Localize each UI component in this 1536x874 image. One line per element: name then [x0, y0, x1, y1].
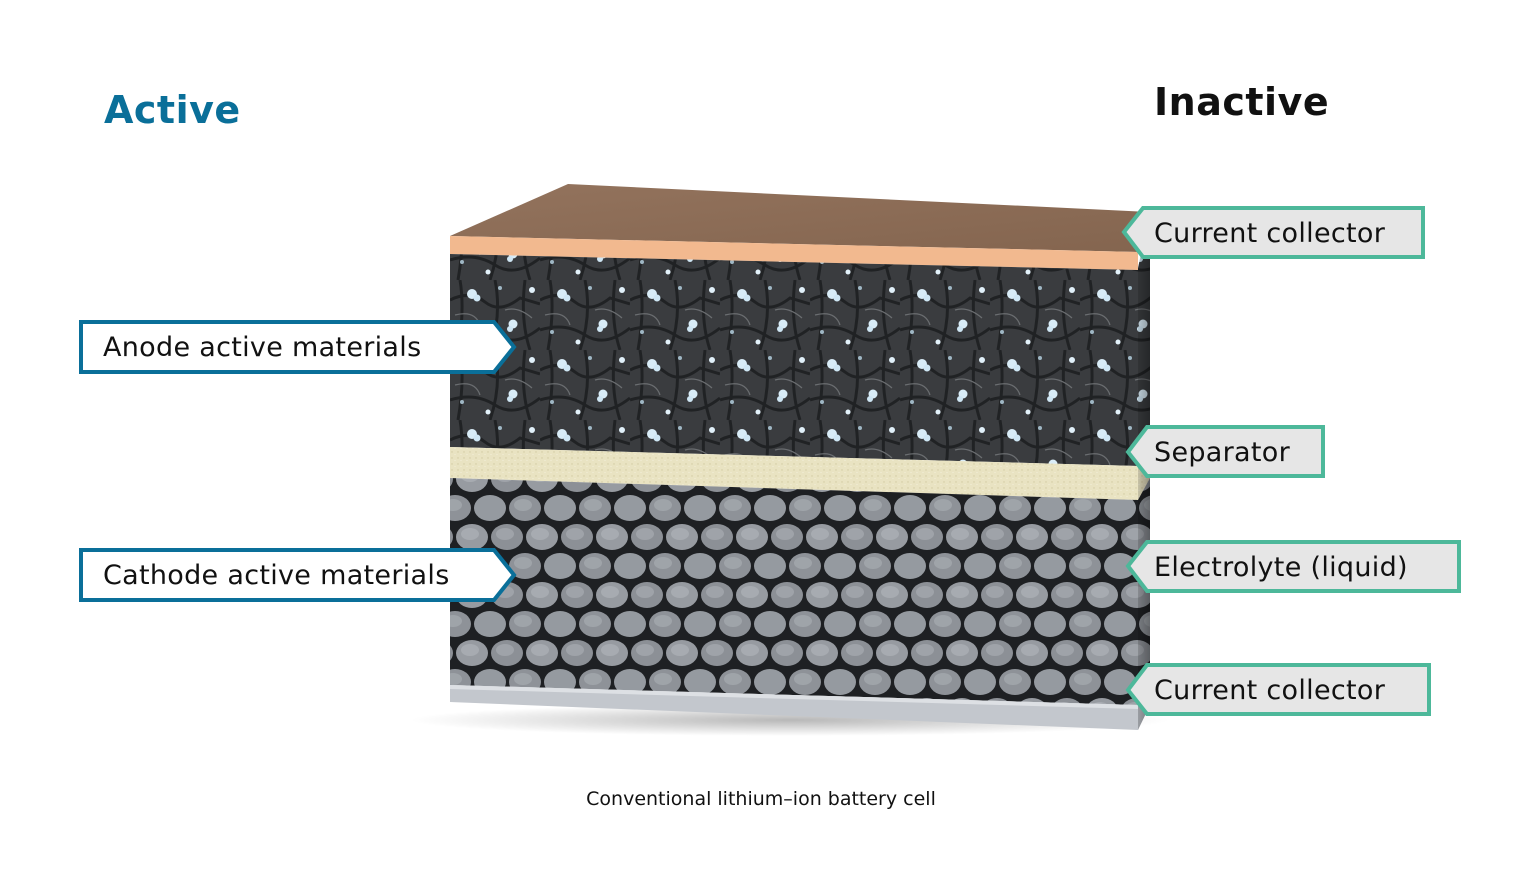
inactive-heading: Inactive: [1154, 80, 1330, 124]
active-heading: Active: [104, 88, 241, 132]
bottom-current-collector-edge: [450, 685, 1138, 730]
label-text: Cathode active materials: [103, 559, 450, 591]
separator-label-shape: [1125, 425, 1325, 478]
label-current-collector-bottom: Current collector: [1154, 669, 1385, 711]
anode-label-shape: [79, 320, 517, 374]
bottom-collector-label-shape: [1125, 663, 1431, 716]
top-collector-label-shape: [1121, 206, 1425, 259]
label-text: Anode active materials: [103, 331, 422, 363]
top-current-collector-edge: [450, 236, 1138, 270]
anode-layer: [450, 254, 1138, 466]
cathode-layer: [450, 478, 1138, 705]
diagram-caption: Conventional lithium–ion battery cell: [586, 788, 936, 810]
label-text: Separator: [1154, 436, 1290, 468]
cathode-label-shape: [79, 548, 517, 602]
label-electrolyte-liquid: Electrolyte (liquid): [1154, 546, 1408, 588]
label-cathode-active-materials: Cathode active materials: [103, 554, 450, 596]
label-text: Current collector: [1154, 217, 1386, 249]
electrolyte-label-shape: [1125, 540, 1461, 593]
label-separator: Separator: [1154, 431, 1290, 473]
label-text: Current collector: [1154, 674, 1386, 706]
separator-layer: [450, 447, 1138, 500]
label-text: Electrolyte (liquid): [1154, 551, 1408, 583]
label-current-collector-top: Current collector: [1154, 212, 1385, 254]
label-anode-active-materials: Anode active materials: [103, 326, 421, 368]
top-current-collector-surface: [450, 184, 1150, 252]
